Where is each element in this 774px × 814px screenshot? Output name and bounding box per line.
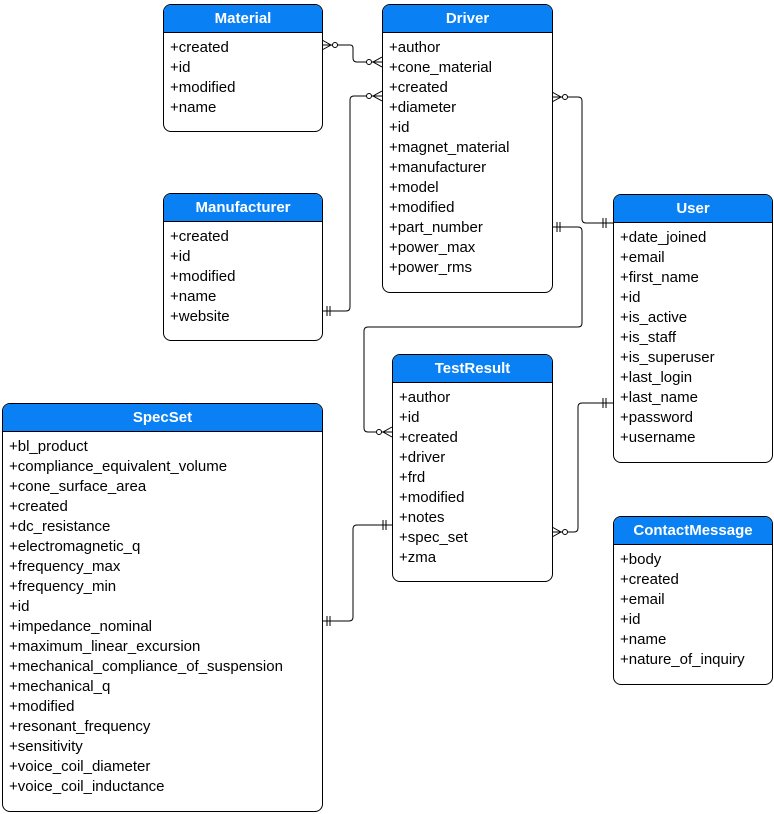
entity-title: Material: [164, 5, 322, 33]
field: +email: [620, 591, 665, 608]
field: +is_active: [620, 309, 688, 326]
field: +bl_product: [9, 438, 88, 455]
field: +modified: [170, 268, 236, 285]
field-list: +author +id +created +driver +frd +modif…: [393, 383, 552, 568]
field-list: +body +created +email +id +name +nature_…: [614, 545, 772, 670]
field: +spec_set: [399, 529, 468, 546]
entity-title: SpecSet: [3, 404, 322, 432]
field: +mechanical_q: [9, 678, 111, 695]
field: +created: [170, 39, 229, 56]
entity-user: User +date_joined +email +first_name +id…: [613, 194, 773, 463]
field: +nature_of_inquiry: [620, 651, 745, 668]
field-list: +date_joined +email +first_name +id +is_…: [614, 223, 772, 448]
field: +id: [399, 409, 420, 426]
field: +impedance_nominal: [9, 618, 153, 635]
entity-title: Manufacturer: [164, 194, 322, 222]
entity-title: User: [614, 195, 772, 223]
field: +author: [389, 39, 441, 56]
field: +modified: [170, 79, 236, 96]
field: +cone_material: [389, 59, 492, 76]
field: +sensitivity: [9, 738, 83, 755]
entity-driver: Driver +author +cone_material +created +…: [382, 4, 553, 293]
field: +modified: [399, 489, 465, 506]
field: +author: [399, 389, 451, 406]
field: +last_login: [620, 369, 693, 386]
field: +resonant_frequency: [9, 718, 151, 735]
field: +created: [170, 228, 229, 245]
entity-material: Material +created +id +modified +name: [163, 4, 323, 132]
entity-title: TestResult: [393, 355, 552, 383]
field: +first_name: [620, 269, 699, 286]
connector-driver-testresult: [363, 222, 583, 438]
field: +frequency_max: [9, 558, 121, 575]
field: +voice_coil_diameter: [9, 758, 151, 775]
field: +voice_coil_inductance: [9, 778, 165, 795]
entity-testresult: TestResult +author +id +created +driver …: [392, 354, 553, 582]
field: +is_superuser: [620, 349, 715, 366]
field: +name: [170, 99, 217, 116]
field: +modified: [9, 698, 75, 715]
field: +id: [170, 248, 191, 265]
field: +frd: [399, 469, 426, 486]
field: +created: [389, 79, 448, 96]
field: +is_staff: [620, 329, 677, 346]
field: +created: [620, 571, 679, 588]
field: +magnet_material: [389, 139, 510, 156]
field: +diameter: [389, 99, 457, 116]
field: +website: [170, 308, 230, 325]
entity-contactmessage: ContactMessage +body +created +email +id…: [613, 516, 773, 685]
field: +power_rms: [389, 259, 472, 276]
field: +name: [620, 631, 667, 648]
field: +part_number: [389, 219, 483, 236]
field: +id: [620, 611, 641, 628]
field: +mechanical_compliance_of_suspension: [9, 658, 283, 675]
connector-driver-user: [551, 91, 613, 228]
field-list: +created +id +modified +name: [164, 33, 322, 118]
field: +id: [389, 119, 410, 136]
field: +notes: [399, 509, 445, 526]
field: +power_max: [389, 239, 476, 256]
field: +id: [620, 289, 641, 306]
field-list: +created +id +modified +name +website: [164, 222, 322, 327]
field: +created: [9, 498, 68, 515]
field: +date_joined: [620, 229, 707, 246]
connector-material-driver: [321, 39, 383, 68]
field: +electromagnetic_q: [9, 538, 141, 555]
field: +driver: [399, 449, 446, 466]
entity-manufacturer: Manufacturer +created +id +modified +nam…: [163, 193, 323, 341]
entity-title: Driver: [383, 5, 552, 33]
field: +compliance_equivalent_volume: [9, 458, 228, 475]
field: +username: [620, 429, 696, 446]
field-list: +bl_product +compliance_equivalent_volum…: [3, 432, 322, 797]
connector-manufacturer-driver: [322, 90, 383, 316]
field-list: +author +cone_material +created +diamete…: [383, 33, 552, 278]
field: +id: [9, 598, 30, 615]
field: +modified: [389, 199, 455, 216]
field: +email: [620, 249, 665, 266]
field: +password: [620, 409, 693, 426]
field: +zma: [399, 549, 437, 566]
connector-user-testresult: [551, 398, 613, 538]
entity-specset: SpecSet +bl_product +compliance_equivale…: [2, 403, 323, 812]
field: +cone_surface_area: [9, 478, 147, 495]
entity-title: ContactMessage: [614, 517, 772, 545]
field: +frequency_min: [9, 578, 117, 595]
field: +created: [399, 429, 458, 446]
field: +id: [170, 59, 191, 76]
field: +model: [389, 179, 439, 196]
field: +body: [620, 551, 662, 568]
field: +maximum_linear_excursion: [9, 638, 201, 655]
field: +last_name: [620, 389, 698, 406]
connector-specset-testresult: [322, 520, 392, 626]
field: +manufacturer: [389, 159, 487, 176]
field: +name: [170, 288, 217, 305]
field: +dc_resistance: [9, 518, 111, 535]
